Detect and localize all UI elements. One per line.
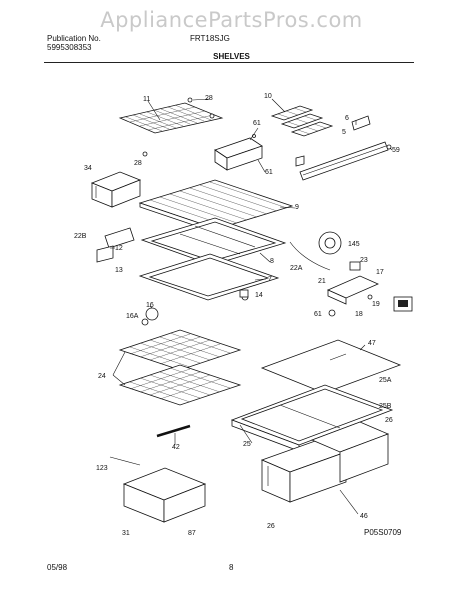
callout-31: 31 — [122, 530, 130, 537]
part-crisper-drawers — [260, 421, 390, 503]
callout-24: 24 — [98, 373, 106, 380]
callout-25B: 25B — [379, 403, 392, 410]
callout-14: 14 — [255, 292, 263, 299]
callout-8: 8 — [270, 258, 274, 265]
callout-18: 18 — [355, 311, 363, 318]
callout-labels: 11 28 10 6 5 59 61 61 28 34 9 22B 12 13 … — [74, 93, 400, 537]
part-control-knob — [393, 296, 413, 312]
callout-26-bottom: 26 — [267, 523, 275, 530]
part-light-assembly — [289, 231, 379, 317]
callout-16: 16 — [146, 302, 154, 309]
part-crisper-cover-glass — [260, 339, 402, 394]
callout-19: 19 — [372, 301, 380, 308]
part-egg-trays — [270, 105, 334, 137]
callout-61-upper: 61 — [253, 120, 261, 127]
part-wire-bins — [118, 329, 242, 406]
callout-47: 47 — [368, 340, 376, 347]
callout-6: 6 — [345, 115, 349, 122]
callout-26-right: 26 — [385, 417, 393, 424]
figure-code: P05S0709 — [364, 528, 402, 537]
callout-61-light: 61 — [314, 311, 322, 318]
callout-21: 21 — [318, 278, 326, 285]
callout-61-lower: 61 — [265, 169, 273, 176]
callout-34: 34 — [84, 165, 92, 172]
callout-28-mid: 28 — [134, 160, 142, 167]
callout-28-top: 28 — [205, 95, 213, 102]
callout-12: 12 — [115, 245, 123, 252]
footer-date: 05/98 — [47, 563, 68, 572]
callout-22A: 22A — [290, 265, 303, 272]
callout-11: 11 — [143, 96, 150, 103]
callout-7: 7 — [268, 276, 272, 283]
callout-59: 59 — [392, 147, 400, 154]
part-door-trim — [295, 115, 392, 181]
callout-5: 5 — [342, 129, 346, 136]
callout-10: 10 — [264, 93, 272, 100]
part-crisper-frame — [230, 384, 394, 452]
callout-17: 17 — [376, 269, 384, 276]
callout-87: 87 — [188, 530, 196, 537]
part-small-drawer — [90, 171, 142, 208]
callout-46: 46 — [360, 513, 368, 520]
watermark: AppliancePartsPros.com — [100, 8, 363, 32]
callout-22B: 22B — [74, 233, 87, 240]
part-clip — [239, 289, 249, 298]
page-number: 8 — [229, 563, 234, 572]
publication-block: Publication No. 5995308353 — [47, 34, 101, 52]
callout-145: 145 — [348, 241, 360, 248]
part-meat-drawer — [109, 456, 207, 523]
publication-number: 5995308353 — [47, 43, 92, 52]
section-title: SHELVES — [213, 52, 250, 61]
part-dairy-compartment — [214, 134, 263, 171]
publication-label: Publication No. — [47, 34, 101, 43]
callout-25: 25 — [243, 441, 251, 448]
callout-13: 13 — [115, 267, 123, 274]
callout-42: 42 — [172, 444, 180, 451]
part-drawer-handle — [156, 424, 191, 438]
callout-123: 123 — [96, 465, 108, 472]
header-rule — [44, 62, 414, 63]
part-wire-shelf — [118, 97, 224, 157]
model-number: FRT18SJG — [190, 34, 230, 43]
leader-lines — [110, 98, 393, 515]
callout-16A: 16A — [126, 313, 139, 320]
callout-25A: 25A — [379, 377, 392, 384]
callout-23: 23 — [360, 257, 368, 264]
callout-9: 9 — [295, 204, 299, 211]
part-light-switch — [141, 307, 159, 326]
part-shelf-frame — [96, 217, 287, 266]
